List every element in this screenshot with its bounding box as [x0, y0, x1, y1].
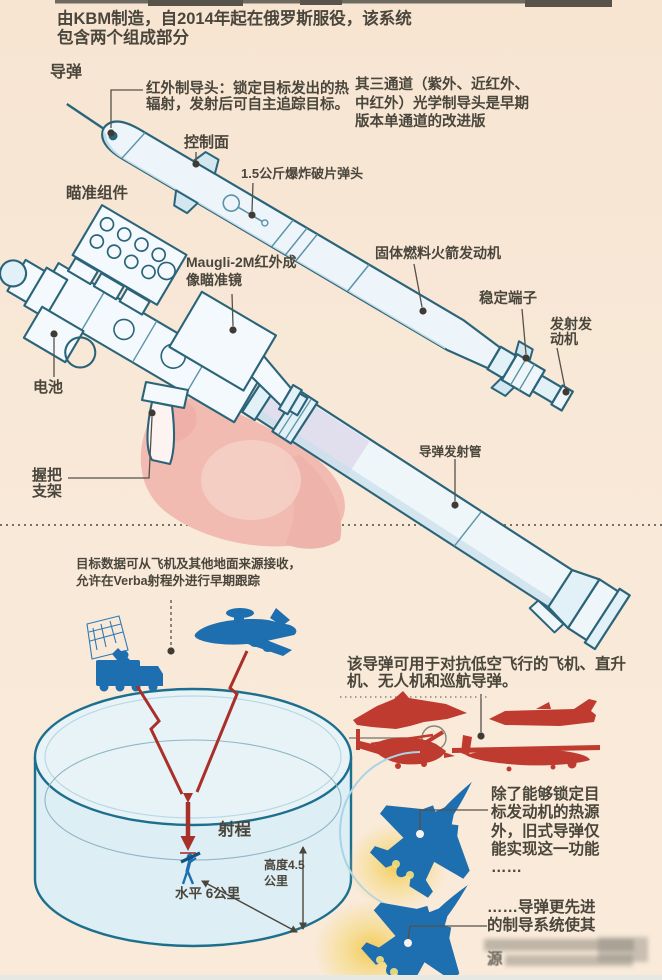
advanced-seeker-note: ……导弹更先进 的制导系统使其	[487, 899, 596, 935]
horizontal-range-label: 水平 6公里	[175, 886, 241, 901]
warhead-label: 1.5公斤爆炸破片弹头	[241, 166, 364, 181]
launch-motor-label: 发射发 动机	[550, 316, 592, 347]
censored-visible-char: 源	[487, 951, 503, 968]
launch-tube-label: 导弹发射管	[419, 445, 482, 459]
callout-dots	[50, 129, 570, 740]
fighter-jet-icon	[353, 691, 467, 729]
engine-nozzle-glow-dots	[376, 860, 414, 976]
jet-callout-leaders	[407, 809, 488, 941]
seeker-note: 红外制导头：锁定目标发出的热 辐射，发射后可自主追踪目标。	[146, 81, 349, 113]
bottom-edge-strip	[0, 975, 662, 980]
grip-stock-label: 握把 支架	[32, 467, 63, 500]
cruise-missile-icon	[489, 699, 597, 726]
stabilizer-label: 稳定端子	[479, 291, 537, 307]
jet2-callout-dot	[404, 939, 412, 947]
attack-path-arrows	[135, 650, 249, 837]
imaging-sight-label: Maugli-2M红外成 像瞄准镜	[186, 254, 297, 288]
range-label: 射程	[218, 821, 251, 839]
usage-note: 该导弹可用于对抗低空飞行的飞机、直升 机、无人机和巡航导弹。	[347, 656, 627, 690]
old-seeker-note: 除了能够锁定目 标发动机的热源 外，旧式导弹仅 能实现这一功能 ……	[491, 786, 600, 877]
helicopter-icon	[356, 729, 455, 769]
control-surface-label: 控制面	[184, 134, 230, 151]
battery-label: 电池	[33, 379, 64, 396]
converge-arrowhead	[183, 793, 193, 803]
aiming-assembly-label: 瞄准组件	[66, 185, 129, 202]
drone-icon	[452, 735, 600, 772]
range-dimension-arrows	[201, 846, 307, 933]
callout-leaders	[53, 89, 566, 732]
grip-illustration	[140, 380, 190, 466]
radar-truck-icon	[86, 615, 163, 692]
soldier-icon	[180, 851, 201, 885]
altitude-range-label: 高度4.5 公里	[264, 858, 305, 888]
aiming-unit-illustration	[0, 204, 309, 424]
missile-illustration	[66, 102, 574, 412]
missile-section-label: 导弹	[50, 64, 83, 81]
awacs-aircraft-icon	[194, 608, 297, 656]
range-cylinder	[33, 687, 353, 948]
cropped-top-bar	[55, 0, 612, 7]
three-channel-note: 其三通道（紫外、近红外、 中红外）光学制导头是早期 版本单通道的改进版	[355, 77, 529, 130]
header-text: 由KBM制造，自2014年起在俄罗斯服役，该系统 包含两个组成部分	[57, 10, 412, 47]
impact-arrowhead	[180, 836, 196, 851]
censored-smudge	[484, 937, 648, 966]
rocket-motor-label: 固体燃料火箭发动机	[375, 245, 501, 261]
hand-silhouette	[140, 397, 345, 549]
target-data-note: 目标数据可从飞机及其他地面来源接收， 允许在Verba射程外进行早期跟踪	[76, 557, 302, 588]
jet1-callout-dot	[416, 830, 424, 838]
